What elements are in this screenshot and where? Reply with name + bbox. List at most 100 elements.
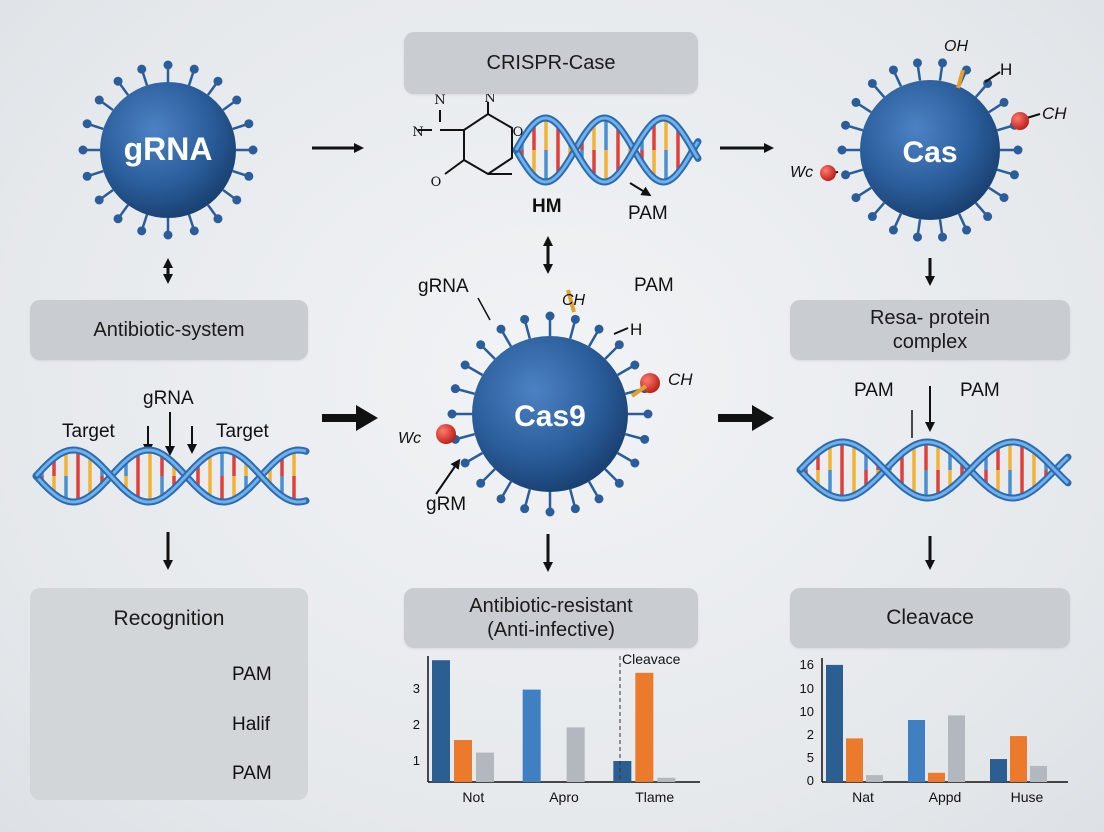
sphere-spike-tip: [496, 494, 506, 504]
pam-label-center: PAM: [634, 275, 674, 296]
sphere-spike-tip: [476, 478, 486, 488]
y-tick-label: 10: [800, 681, 814, 696]
sphere-spike-tip: [520, 314, 530, 324]
sphere-spike-tip: [460, 458, 470, 468]
halif-label: Halif: [232, 714, 271, 735]
dna-strand-highlight: [514, 116, 700, 184]
grna-label-center: gRNA: [418, 276, 469, 297]
sphere-spike-tip: [614, 340, 624, 350]
sphere-spike-tip: [630, 360, 640, 370]
anti-infective-label: (Anti-infective): [487, 619, 615, 641]
antibiotic-resistant-box: Antibiotic-resistant (Anti-infective): [404, 588, 698, 648]
sphere-spike-tip: [137, 64, 147, 74]
bar: [908, 720, 925, 782]
cas9-sphere-label: Cas9: [514, 400, 586, 433]
bar: [476, 752, 494, 782]
bar: [613, 761, 632, 782]
sphere-spike-tip: [851, 193, 861, 203]
crispr-case-box: CRISPR-Case: [404, 32, 698, 94]
sphere-spike-tip: [888, 65, 898, 75]
x-tick-label: Nat: [852, 789, 874, 805]
y-tick-label: 1: [413, 753, 420, 768]
sphere-spike-tip: [545, 311, 555, 321]
sphere-spike-tip: [163, 60, 173, 70]
y-tick-label: 10: [800, 704, 814, 719]
sphere-spike-tip: [137, 226, 147, 236]
dna-strand-highlight: [514, 116, 700, 184]
bar: [1030, 765, 1047, 782]
target-label-right: Target: [216, 421, 269, 442]
sphere-spike-tip: [888, 225, 898, 235]
chart-annotation: Cleavace: [622, 651, 681, 667]
sphere-spike-tip: [189, 64, 199, 74]
sphere-spike-tip: [983, 212, 993, 222]
bar: [948, 715, 965, 782]
sphere-spike-tip: [570, 314, 580, 324]
antibiotic-resistant-label: Antibiotic-resistant: [469, 595, 633, 617]
sphere-spike-tip: [1009, 170, 1019, 180]
sphere-body: [100, 82, 236, 218]
sphere-spike-tip: [213, 76, 223, 86]
sphere-spike-tip: [841, 170, 851, 180]
wc-label-center: Wc: [398, 430, 422, 447]
resa-protein-complex-box: Resa- protein complex: [790, 300, 1070, 360]
pam-label-top: PAM: [628, 203, 668, 224]
h-label-center: H: [630, 320, 643, 339]
antibiotic-system-box: Antibiotic-system: [30, 300, 308, 360]
sphere-spike-tip: [520, 504, 530, 514]
sphere-body: [860, 80, 1000, 220]
sphere-spike-tip: [999, 97, 1009, 107]
sphere-spike-tip: [912, 58, 922, 68]
target-label-left: Target: [62, 421, 115, 442]
cleavace-box: Cleavace: [790, 588, 1070, 648]
dna-strand-highlight: [798, 440, 1070, 500]
resa-protein-label: Resa- protein: [869, 307, 991, 329]
sphere-spike-tip: [94, 95, 104, 105]
sphere-spike-tip: [189, 226, 199, 236]
antibiotic-system-label: Antibiotic-system: [93, 318, 245, 341]
grna-sphere-label: gRNA: [124, 131, 213, 167]
grna-sphere: [78, 60, 258, 240]
dna-helix-target: [32, 446, 310, 506]
sphere-spike-tip: [82, 119, 92, 129]
sphere-spike-tip: [244, 171, 254, 181]
bar: [928, 772, 945, 782]
sphere-spike-tip: [232, 195, 242, 205]
chemical-structure-top: [418, 102, 513, 176]
sphere-spike-tip: [614, 478, 624, 488]
sphere-spike-tip: [113, 76, 123, 86]
dna-strand-highlight: [34, 448, 307, 504]
ch-label-right: CH: [668, 370, 693, 389]
sphere-spike-tip: [545, 507, 555, 517]
atom-n: N: [434, 93, 445, 108]
sphere-spike-tip: [594, 324, 604, 334]
oh-label: OH: [944, 38, 968, 55]
bar: [657, 777, 676, 782]
sphere-spike-tip: [232, 95, 242, 105]
sphere-spike-tip: [213, 214, 223, 224]
y-tick-label: 16: [800, 657, 814, 672]
sphere-spike-tip: [640, 434, 650, 444]
sphere-spike-tip: [643, 409, 653, 419]
atom-o: O: [431, 175, 442, 190]
bar: [866, 775, 883, 782]
cleavace-label: Cleavace: [886, 606, 974, 629]
sphere-spike-tip: [570, 504, 580, 514]
sphere-spike-tip: [938, 58, 948, 68]
atom-n: N: [412, 125, 423, 140]
sphere-spike-tip: [450, 384, 460, 394]
sphere-spike-tip: [999, 193, 1009, 203]
hm-label: HM: [532, 196, 562, 217]
pam-label-right-a: PAM: [854, 380, 894, 401]
h-label-top: H: [1000, 60, 1013, 79]
dna-helix-top: [512, 114, 702, 186]
x-tick-label: Appd: [929, 789, 962, 805]
sphere-spike-tip: [94, 195, 104, 205]
sphere-spike-tip: [82, 171, 92, 181]
grm-label: gRM: [426, 494, 467, 515]
bar: [846, 738, 863, 782]
sphere-spike-tip: [476, 340, 486, 350]
sphere-spike-tip: [447, 409, 457, 419]
